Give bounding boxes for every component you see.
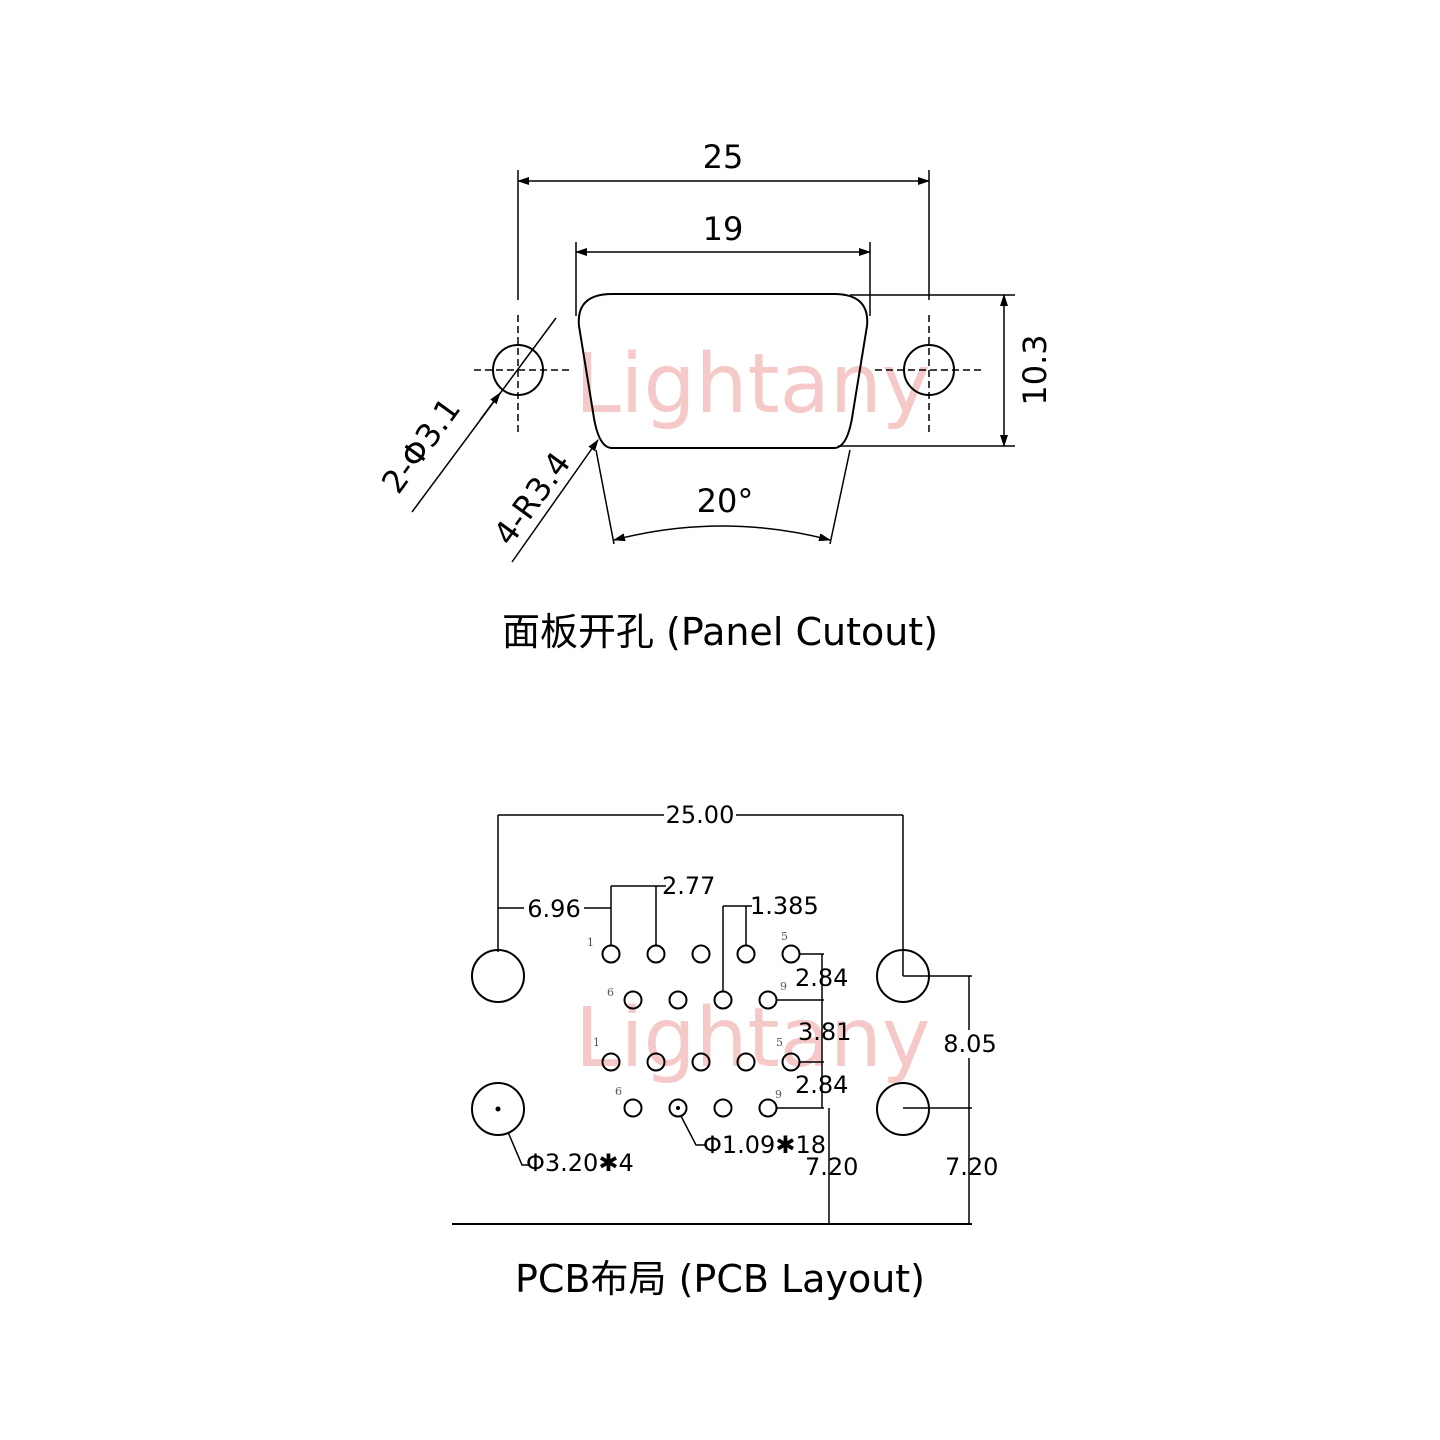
mount-hole-bottom-left-center	[495, 1106, 501, 1112]
mount-hole-top-left	[471, 949, 525, 1003]
angle-ext-right	[829, 449, 851, 545]
dim-phi-1-09-label: Φ1.09✱18	[703, 1131, 826, 1159]
dim-2-77-label: 2.77	[662, 872, 715, 900]
pin-label-upper-6: 6	[607, 986, 614, 999]
dim-8-05-label: 8.05	[943, 1030, 996, 1058]
pin-lower-2	[646, 1052, 666, 1072]
dim-25-00-bg	[664, 800, 736, 828]
pcb-layout-drawing: 1 5 6 9 1 5 6 9 25.00 6.96 2.77 1.385	[452, 800, 998, 1301]
dim-2-phi-3-1-label: 2-Φ3.1	[374, 391, 468, 501]
pin-upper-6	[623, 990, 643, 1010]
pin-label-upper-5: 5	[781, 930, 788, 943]
watermark-bottom: Lightany	[575, 991, 930, 1086]
pin-upper-3	[691, 944, 711, 964]
pin-lower-7-center	[676, 1106, 680, 1110]
pin-upper-2	[646, 944, 666, 964]
dim-1-385-label: 1.385	[750, 892, 819, 920]
pin-lower-4	[736, 1052, 756, 1072]
pin-lower-3	[691, 1052, 711, 1072]
pin-lower-6	[623, 1098, 643, 1118]
d-shell-cutout-outline	[577, 293, 869, 449]
dim-3-81-label: 3.81	[798, 1018, 851, 1046]
pin-upper-4	[736, 944, 756, 964]
dim-25-00-label: 25.00	[666, 801, 735, 829]
watermark-top: Lightany	[575, 337, 930, 432]
dim-7-20-right-label: 7.20	[945, 1153, 998, 1181]
dim-25-label: 25	[703, 138, 744, 176]
mount-hole-bottom-right	[876, 1082, 930, 1136]
pcb-layout-caption: PCB布局 (PCB Layout)	[515, 1257, 925, 1301]
dim-6-96-bg	[524, 894, 584, 922]
dim-2-84-top-label: 2.84	[795, 964, 848, 992]
dim-arc-20deg	[613, 525, 831, 542]
pin-label-lower-9: 9	[775, 1088, 782, 1101]
pin-lower-1	[601, 1052, 621, 1072]
panel-cutout-caption: 面板开孔 (Panel Cutout)	[502, 610, 938, 654]
dim-19-label: 19	[703, 210, 744, 248]
dim-20deg-label: 20°	[697, 482, 754, 520]
dim-4-r3-4-label: 4-R3.4	[486, 445, 578, 552]
pin-label-upper-9: 9	[780, 980, 787, 993]
pin-lower-9	[758, 1098, 778, 1118]
dim-6-96-label: 6.96	[527, 895, 580, 923]
dim-7-20-left-label: 7.20	[805, 1153, 858, 1181]
pin-lower-7	[668, 1098, 688, 1118]
dim-phi-3-20-label: Φ3.20✱4	[526, 1149, 634, 1177]
pin-lower-8	[713, 1098, 733, 1118]
pin-label-upper-1: 1	[587, 936, 594, 949]
dim-10-3-label: 10.3	[1016, 334, 1054, 405]
dim-2-84-bottom-label: 2.84	[795, 1071, 848, 1099]
leader-2-phi-3-1-arrow	[479, 392, 501, 421]
mount-hole-bottom-left	[471, 1082, 525, 1136]
pin-upper-1	[601, 944, 621, 964]
pin-label-lower-6: 6	[615, 1085, 622, 1098]
pin-label-lower-1: 1	[593, 1036, 600, 1049]
pin-label-lower-5: 5	[776, 1036, 783, 1049]
pin-upper-7	[668, 990, 688, 1010]
pin-upper-5	[781, 944, 801, 964]
leader-phi-3-20	[507, 1131, 530, 1166]
dim-8-05-bg	[944, 1030, 996, 1058]
leader-4-r3-4	[511, 439, 599, 563]
leader-phi-1-09	[680, 1115, 706, 1146]
angle-ext-left	[595, 449, 615, 545]
